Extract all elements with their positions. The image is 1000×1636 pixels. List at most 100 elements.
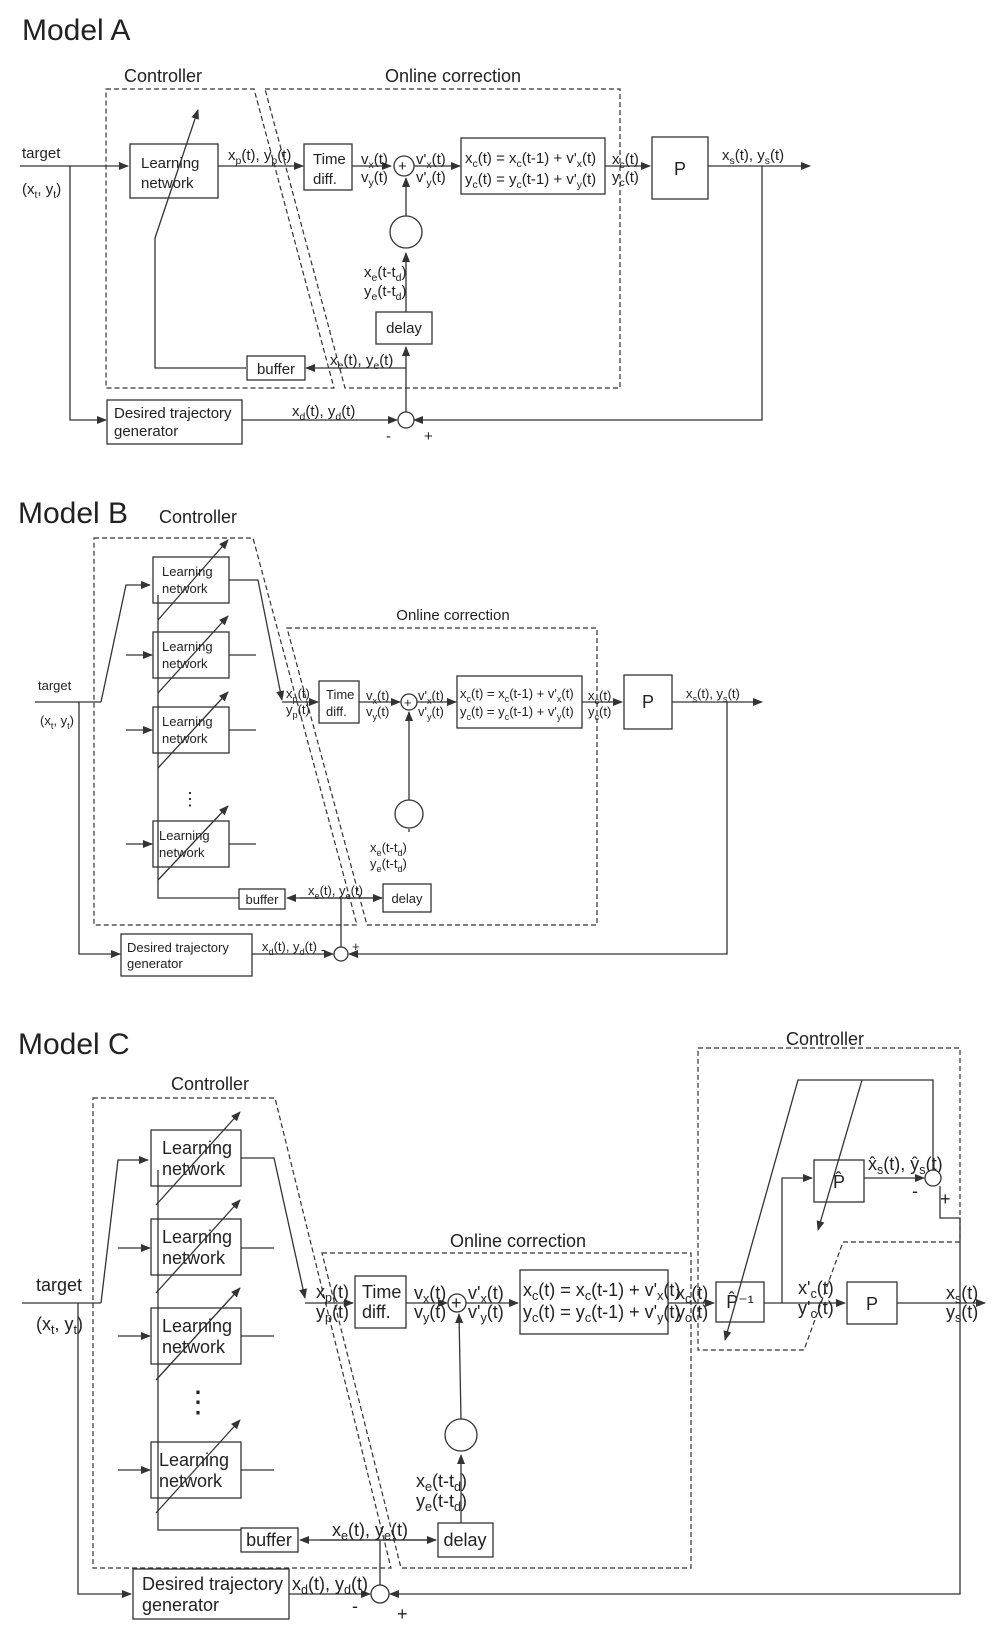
model-c-xc: xc​(t) — [676, 1283, 708, 1306]
model-b-learning-network — [152, 556, 230, 604]
model-b-dg-l2: generator — [127, 956, 183, 971]
model-a-output: xs​(t), ys​(t) — [722, 147, 784, 167]
model-b-ln3-l1: Learning — [162, 714, 213, 729]
model-a-xe-delayed: xe​(t-td​) — [364, 264, 407, 284]
model-a-plant — [651, 136, 709, 200]
model-b-ln4-l2: network — [159, 845, 205, 860]
model-a-comp-plus: + — [424, 428, 433, 445]
model-a-controller-label: Controller — [124, 66, 202, 86]
model-b-desired-generator — [120, 933, 253, 977]
model-b-td-l1: Time — [326, 687, 354, 702]
model-c-ypc: y'c​(t) — [798, 1298, 834, 1321]
model-b-learning-network — [152, 706, 230, 754]
model-b-equation-box — [456, 675, 583, 729]
model-c-delay-label: delay — [443, 1530, 486, 1550]
model-c-ye-delayed: ye​(t-td​) — [416, 1491, 467, 1514]
model-c-ctrl-plus: + — [940, 1189, 951, 1209]
model-c-target-branch — [77, 1303, 132, 1598]
model-a-vx: vx​(t) — [361, 151, 388, 171]
model-b-controller-label: Controller — [159, 507, 237, 527]
model-a-td-line1: Time — [313, 151, 346, 168]
model-b-time-diff — [318, 680, 360, 724]
model-b-dg-l1: Desired trajectory — [127, 940, 229, 955]
model-c-xp: xp​(t) — [316, 1282, 349, 1305]
model-a-error-signal: xe​(t), ye​(t) — [330, 352, 393, 372]
model-a-time-diff — [303, 143, 353, 191]
model-c-desired-signal: xd​(t), yd​(t) — [292, 1574, 368, 1597]
model-b-online-region — [286, 627, 598, 926]
model-a-title: Model A — [22, 14, 130, 47]
model-c-time-diff — [354, 1275, 407, 1329]
model-a-comp-minus: - — [386, 428, 391, 445]
model-a-desired-signal: xd​(t), yd​(t) — [292, 403, 355, 423]
model-b-feedback-bus — [157, 595, 245, 899]
model-c-title: Model C — [18, 1028, 130, 1061]
model-a-ln-line1: Learning — [141, 155, 199, 172]
model-b-dots: ⋮ — [181, 789, 199, 809]
model-c-vy: vy​(t) — [414, 1302, 446, 1325]
model-a-gain-node — [389, 215, 423, 249]
model-a-td-line2: diff. — [313, 171, 337, 188]
model-b-title: Model B — [18, 497, 128, 530]
model-c-equation-box — [519, 1269, 669, 1335]
model-c-predicted-output: x̂s​(t), ŷs​(t) — [868, 1154, 943, 1177]
model-a-ye-delayed: ye​(t-td​) — [364, 283, 407, 303]
model-c-xpc: x'c​(t) — [798, 1278, 834, 1301]
model-b-ln4-arrow — [157, 805, 229, 881]
model-b-controller-region — [93, 537, 358, 926]
model-c-feedback-bus — [157, 1170, 245, 1531]
model-a: Model A Controller Online correction tar… — [20, 14, 811, 445]
model-a-dg-line1: Desired trajectory — [114, 405, 232, 422]
model-c-controller-region — [92, 1097, 392, 1569]
model-b-target-label: target — [38, 678, 72, 693]
model-b-online-label: Online correction — [396, 607, 509, 624]
model-c-plant-label: P — [866, 1294, 878, 1314]
model-c-learning-networks: Learning network Learning network Learni… — [150, 1111, 242, 1514]
model-c-dg-l1: Desired trajectory — [142, 1574, 283, 1594]
model-b-learning-networks: Learning network Learning network Learni… — [152, 539, 230, 881]
model-b-sum-plus: + — [404, 695, 412, 710]
model-c-xs: xs​(t) — [946, 1283, 978, 1306]
model-a-vy: vy​(t) — [361, 169, 388, 189]
model-b-ln4-l1: Learning — [159, 828, 210, 843]
model-c-buffer — [240, 1527, 299, 1553]
model-a-online-region — [264, 88, 621, 389]
model-c-ln1-l1: Learning — [162, 1138, 232, 1158]
model-a-yc: yc​(t) — [612, 169, 639, 189]
model-c-buffer-label: buffer — [246, 1530, 292, 1550]
model-c-online-region — [321, 1252, 692, 1569]
model-c-desired-generator — [132, 1568, 290, 1620]
model-c-ctrl-comparator — [924, 1169, 942, 1187]
model-c-ctrl-learning — [723, 1079, 934, 1341]
model-b-buffer — [238, 888, 286, 910]
model-a-delay-label: delay — [386, 320, 422, 337]
model-c-controller2-region — [697, 1047, 961, 1351]
model-c-vx: vx​(t) — [414, 1283, 446, 1306]
model-c-ys: ys​(t) — [946, 1302, 978, 1325]
model-b-vpx: v'x​(t) — [418, 688, 444, 706]
model-a-ln-line2: network — [141, 175, 194, 192]
model-c-target-coords: (xt​, yt​) — [36, 1314, 83, 1337]
model-c-inverse-model-label: P̂⁻¹ — [726, 1291, 754, 1312]
model-b-ln1-l1: Learning — [162, 564, 213, 579]
model-c: Model C Controller Controller Online cor… — [18, 1028, 986, 1624]
model-b-xe-delayed: xe​(t-td​) — [370, 840, 407, 858]
model-b-vx: vx​(t) — [366, 688, 389, 706]
model-c-ln4-l1: Learning — [159, 1450, 229, 1470]
model-b-eq2: yc​(t) = yc​(t-1) + v'y​(t) — [460, 704, 574, 722]
model-a-plant-label: P — [674, 159, 686, 179]
model-b-target-coords: (xt​, yt​) — [40, 713, 74, 731]
model-c-comp-minus: - — [352, 1596, 358, 1616]
model-b-ln2-l1: Learning — [162, 639, 213, 654]
model-c-learning-network — [150, 1218, 242, 1276]
model-c-ln1-arrow — [155, 1111, 241, 1206]
model-a-xc: xc​(t) — [612, 151, 639, 171]
model-c-dots: ⋮ — [183, 1386, 213, 1419]
model-a-vpx: v'x​(t) — [416, 151, 446, 171]
model-c-comp-plus: + — [397, 1604, 408, 1624]
model-c-sum-plus: + — [451, 1293, 462, 1313]
model-c-vpy: v'y​(t) — [468, 1302, 504, 1325]
model-c-dg-l2: generator — [142, 1595, 219, 1615]
model-b-target-fan — [100, 581, 151, 703]
model-c-ln2-l1: Learning — [162, 1227, 232, 1247]
